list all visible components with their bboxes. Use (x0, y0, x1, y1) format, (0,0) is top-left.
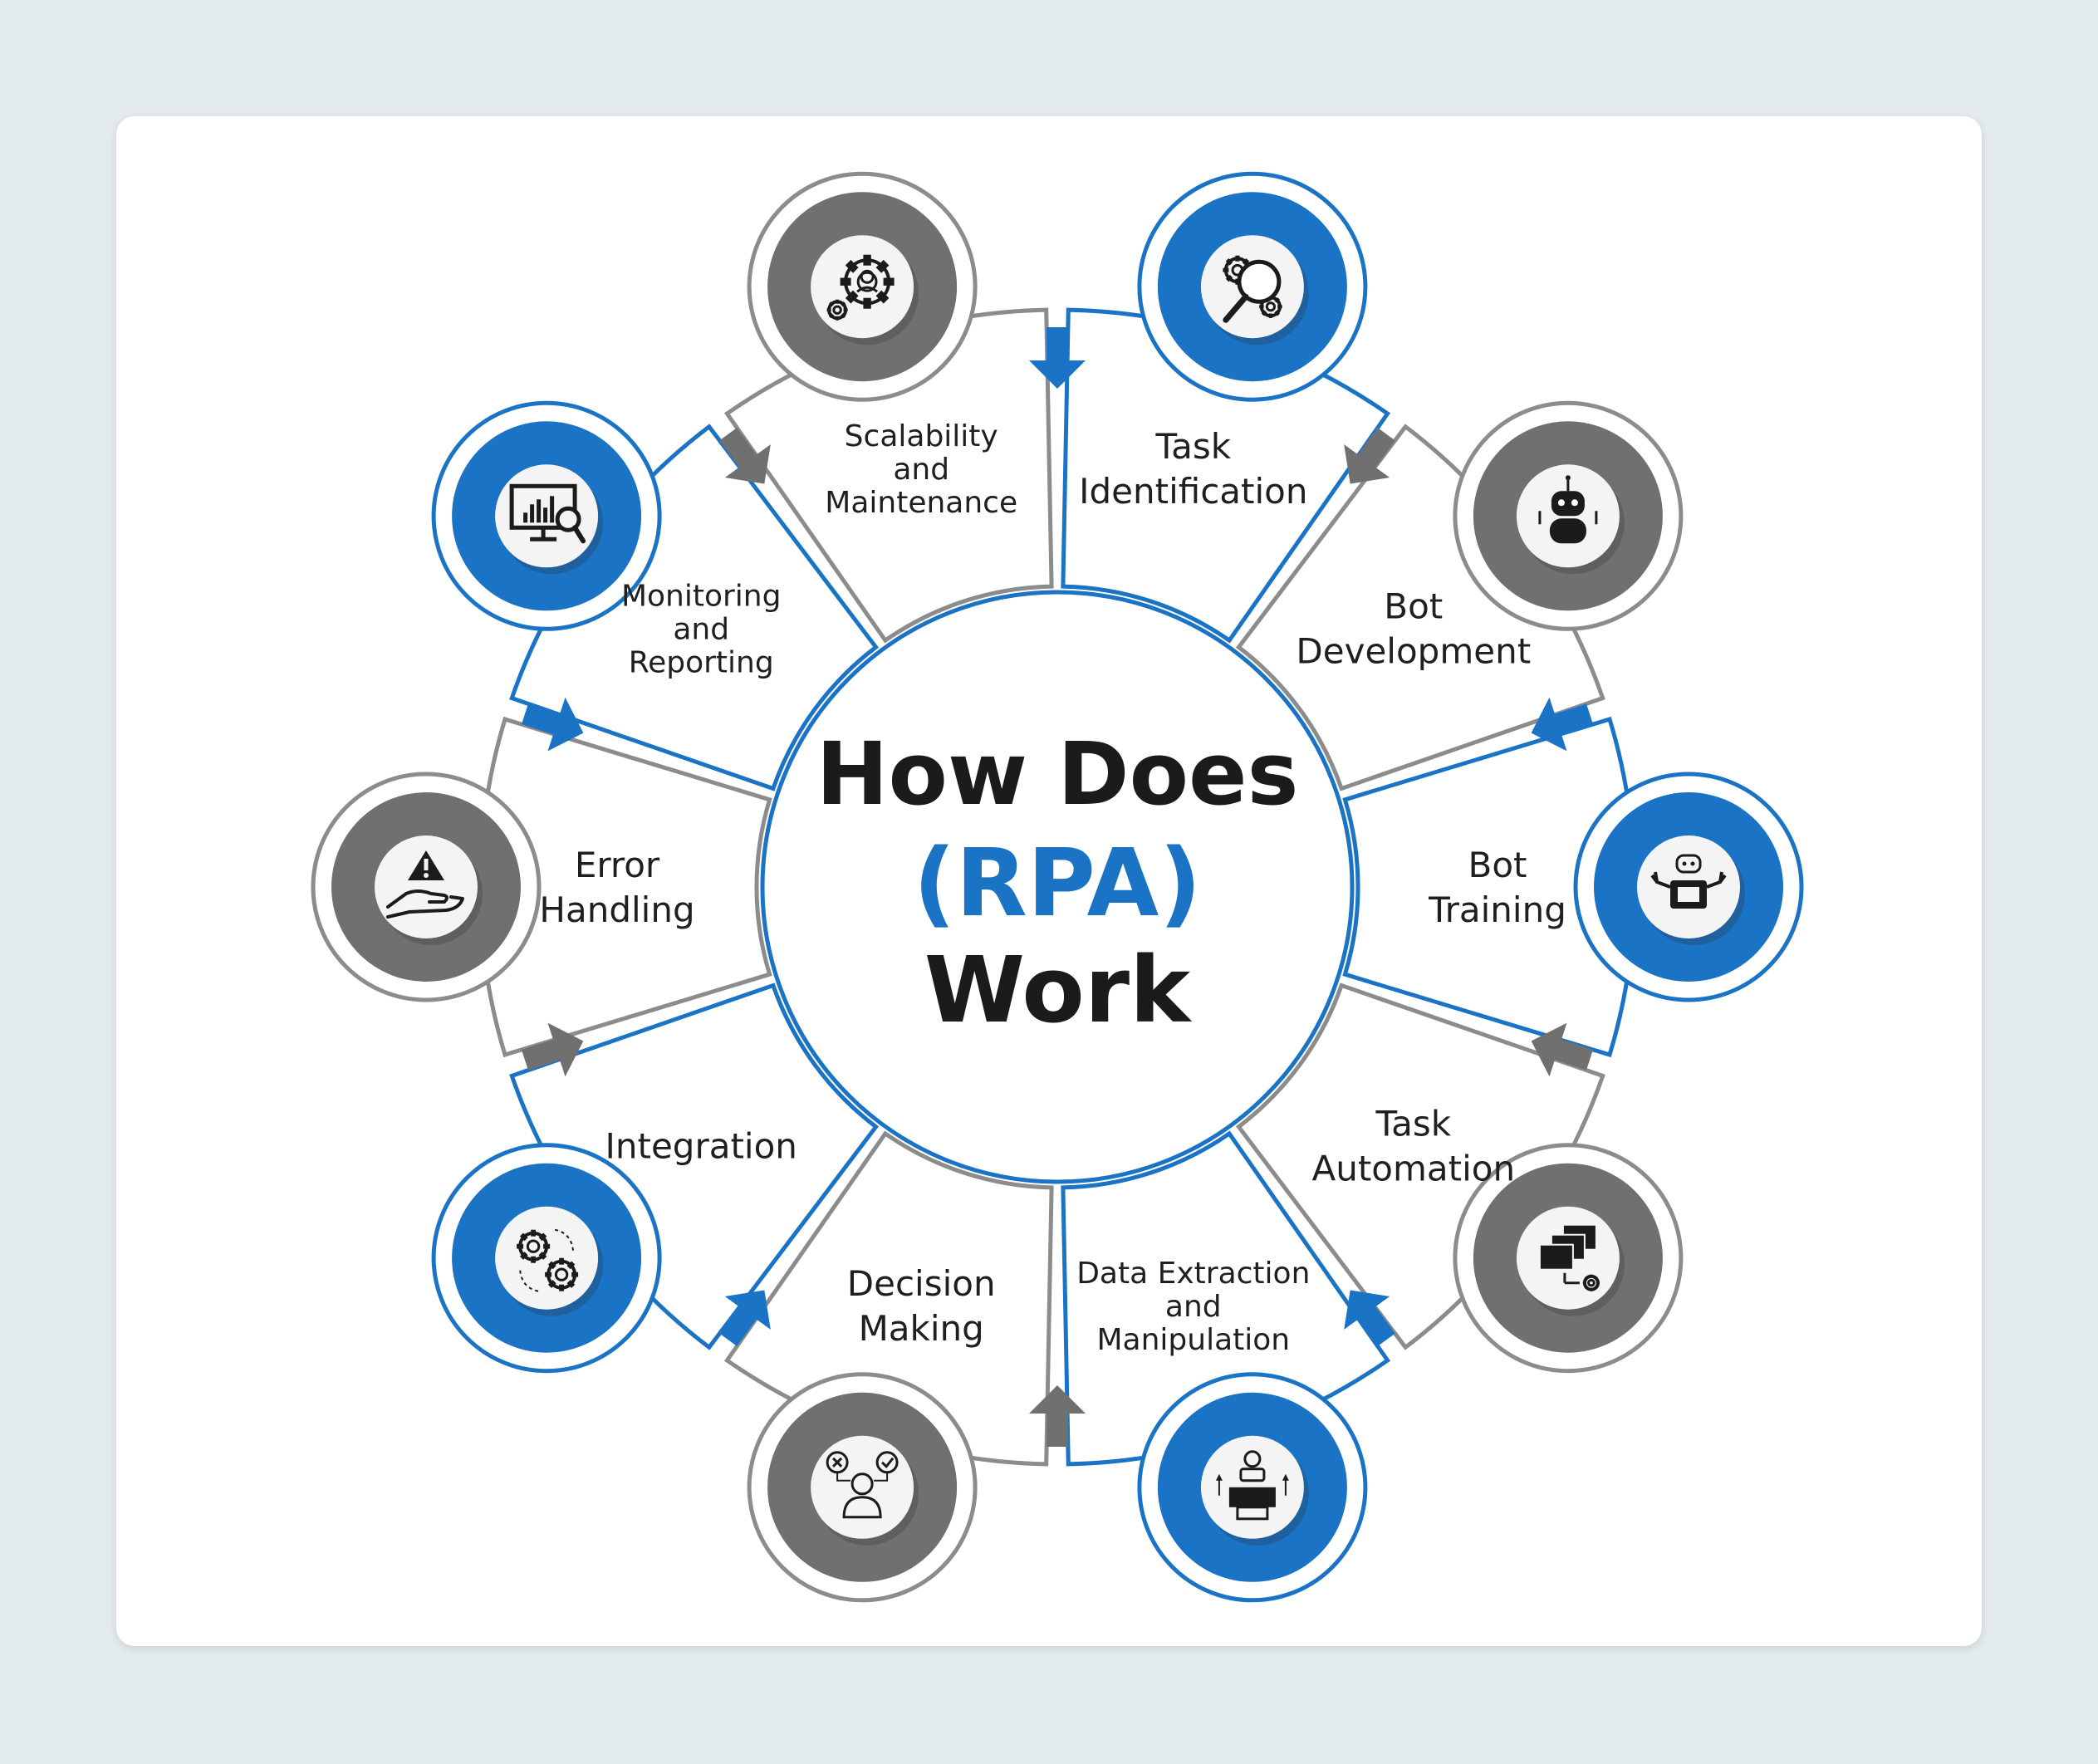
flow-arrow-1 (1344, 428, 1395, 484)
flow-arrow-8 (521, 697, 584, 752)
robot-training-icon (1573, 772, 1804, 1002)
step-4-label-line-2: Automation (1311, 1149, 1515, 1189)
flow-arrow-9 (719, 428, 771, 484)
step-5-label-line-3: Manipulation (1096, 1323, 1290, 1357)
rpa-cycle-diagram: How Does (RPA) Work TaskIdentificationBo… (311, 171, 1804, 1603)
flow-arrow-4 (1344, 1290, 1395, 1346)
gear-person-icon (747, 171, 978, 402)
monitor-chart-icon (431, 400, 662, 631)
step-10-label-line-2: and (893, 453, 949, 487)
step-1-label-line-1: Task (1154, 426, 1231, 467)
step-8-label-line-2: Handling (539, 889, 694, 930)
step-7-label-line-1: Integration (605, 1126, 797, 1167)
flow-arrow-2 (1531, 697, 1594, 752)
step-10-label-line-1: Scalability (845, 419, 998, 453)
windows-automation-icon (1453, 1143, 1684, 1374)
step-5-label-line-1: Data Extraction (1076, 1257, 1310, 1291)
step-6-label-line-2: Making (859, 1308, 984, 1349)
title-line-1: How Does (816, 723, 1299, 825)
title-line-3: Work (924, 937, 1193, 1043)
warning-hand-icon (311, 772, 542, 1002)
step-2-label-line-1: Bot (1384, 586, 1443, 627)
flow-arrow-6 (719, 1290, 771, 1346)
step-5-label-line-2: and (1165, 1290, 1222, 1324)
icon-group (311, 171, 1804, 1603)
flow-arrow-10 (1029, 327, 1086, 389)
data-extraction-robot-icon (1137, 1372, 1368, 1603)
arrow-group (521, 327, 1594, 1447)
decision-person-icon (747, 1372, 978, 1603)
step-1-label-line-2: Identification (1079, 471, 1307, 512)
step-6-label-line-1: Decision (847, 1263, 996, 1304)
center-hub: How Does (RPA) Work (760, 590, 1355, 1184)
integration-gears-icon (431, 1143, 662, 1374)
segment-group (478, 307, 1637, 1467)
center-circle (760, 590, 1355, 1184)
step-9-label-line-3: Reporting (629, 645, 774, 679)
step-2-label-line-2: Development (1296, 631, 1531, 672)
step-10-label-line-3: Maintenance (825, 486, 1017, 520)
step-8-label-line-1: Error (575, 845, 660, 885)
step-3-label-line-2: Training (1428, 889, 1566, 930)
step-4-label-line-1: Task (1375, 1104, 1451, 1144)
flow-arrow-3 (1531, 1022, 1594, 1077)
step-3-label-line-1: Bot (1468, 845, 1527, 885)
flow-arrow-5 (1029, 1385, 1086, 1447)
title-line-2: (RPA) (913, 830, 1201, 938)
step-9-label-line-1: Monitoring (621, 579, 782, 613)
step-9-label-line-2: and (673, 612, 729, 646)
task-search-gears-icon (1137, 171, 1368, 402)
flow-arrow-7 (521, 1022, 584, 1077)
robot-icon (1453, 400, 1684, 631)
label-group: TaskIdentificationBotDevelopmentBotTrain… (539, 419, 1566, 1357)
